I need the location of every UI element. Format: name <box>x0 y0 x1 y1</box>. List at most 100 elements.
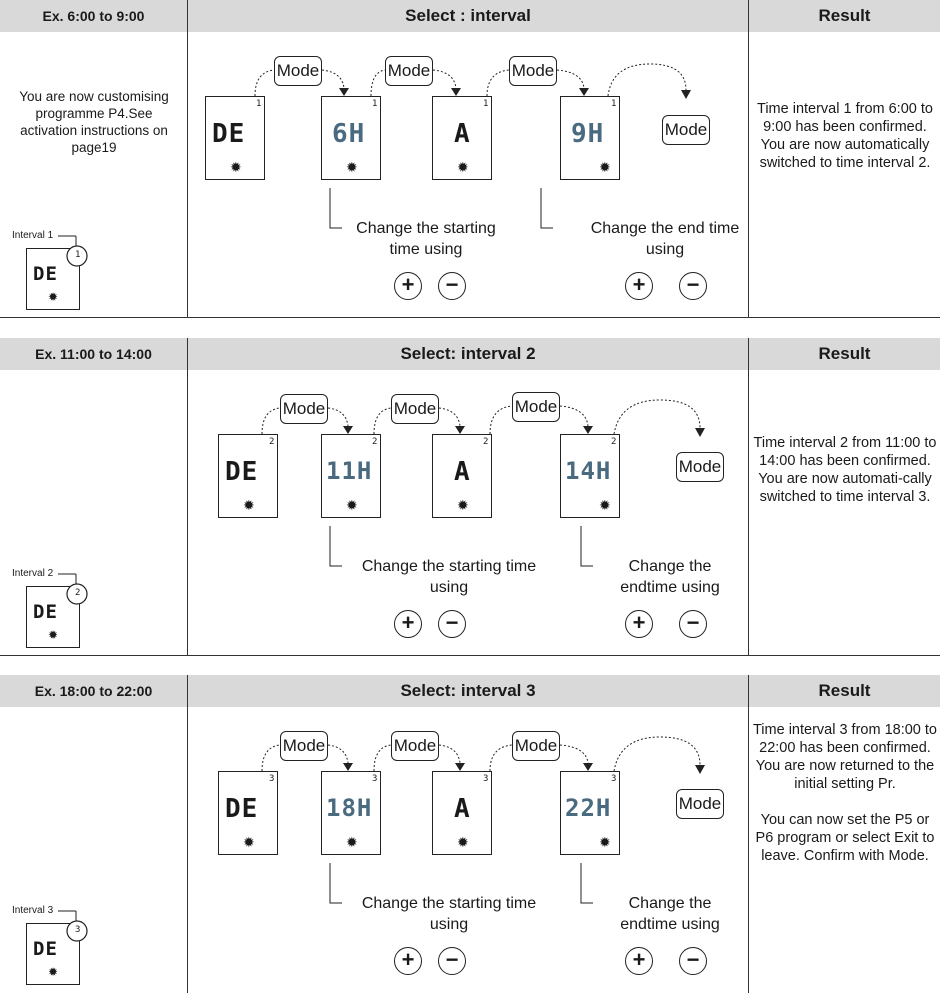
column-divider <box>748 0 749 318</box>
plus-button[interactable]: + <box>394 272 422 300</box>
result-text: Time interval 3 from 18:00 to 22:00 has … <box>752 722 937 864</box>
lcd-interval-number: 1 <box>611 99 617 109</box>
start-time-caption: Change the starting time using <box>356 220 496 258</box>
lcd-display-start: 11H 2 ✹ <box>321 434 381 518</box>
lcd-text: 22H <box>565 794 612 822</box>
arrows-overlay <box>261 736 705 904</box>
result-header: Result <box>749 338 940 370</box>
interval-2-section: Ex. 11:00 to 14:00 Select: interval 2 Re… <box>0 338 940 656</box>
start-time-caption: Change the starting time using <box>361 558 537 596</box>
plus-button[interactable]: + <box>394 610 422 638</box>
plus-button[interactable]: + <box>625 610 653 638</box>
sun-icon: ✹ <box>599 159 611 175</box>
lcd-interval-number: 3 <box>611 774 617 784</box>
interval-1-section: Ex. 6:00 to 9:00 Select : interval Resul… <box>0 0 940 318</box>
minus-button[interactable]: − <box>438 272 466 300</box>
minus-button[interactable]: − <box>438 947 466 975</box>
column-divider <box>748 675 749 993</box>
interval-3-section: Ex. 18:00 to 22:00 Select: interval 3 Re… <box>0 675 940 993</box>
mode-button[interactable]: Mode <box>280 731 328 761</box>
mode-button[interactable]: Mode <box>512 392 560 422</box>
lcd-text: A <box>454 119 471 149</box>
mini-display-text: DE <box>33 263 58 285</box>
mode-button[interactable]: Mode <box>391 731 439 761</box>
column-divider <box>187 675 188 993</box>
interval-label: Interval 3 <box>12 905 54 916</box>
interval-label: Interval 1 <box>12 230 54 241</box>
lcd-text: DE <box>225 457 259 487</box>
minus-button[interactable]: − <box>679 610 707 638</box>
sun-icon: ✹ <box>457 834 469 850</box>
sun-icon: ✹ <box>457 159 469 175</box>
lcd-display-end: 22H 3 ✹ <box>560 771 620 855</box>
lcd-interval-number: 1 <box>256 99 262 109</box>
sun-icon: ✹ <box>48 965 59 979</box>
lcd-interval-number: 1 <box>372 99 378 109</box>
example-header: Ex. 6:00 to 9:00 <box>0 0 187 32</box>
sun-icon: ✹ <box>346 497 358 513</box>
lcd-display-end: 9H 1 ✹ <box>560 96 620 180</box>
interval-label: Interval 2 <box>12 568 54 579</box>
mode-button[interactable]: Mode <box>280 394 328 424</box>
mode-button[interactable]: Mode <box>274 56 322 86</box>
mode-button[interactable]: Mode <box>676 452 724 482</box>
plus-button[interactable]: + <box>625 947 653 975</box>
lcd-text: 11H <box>326 457 373 485</box>
sun-icon: ✹ <box>243 497 255 513</box>
interval-callout <box>58 573 88 605</box>
sun-icon: ✹ <box>230 159 242 175</box>
mode-button[interactable]: Mode <box>662 115 710 145</box>
result-header: Result <box>749 0 940 32</box>
lcd-display-day: DE 3 ✹ <box>218 771 278 855</box>
minus-button[interactable]: − <box>679 272 707 300</box>
mode-button[interactable]: Mode <box>385 56 433 86</box>
result-header: Result <box>749 675 940 707</box>
intro-text: You are now customising programme P4.See… <box>19 89 169 155</box>
lcd-display-mode: A 2 ✹ <box>432 434 492 518</box>
minus-button[interactable]: − <box>679 947 707 975</box>
example-header: Ex. 18:00 to 22:00 <box>0 675 187 707</box>
mode-button[interactable]: Mode <box>391 394 439 424</box>
lcd-text: DE <box>212 119 246 149</box>
start-time-caption: Change the starting time using <box>361 895 537 933</box>
lcd-display-mode: A 1 ✹ <box>432 96 492 180</box>
mini-display-text: DE <box>33 938 58 960</box>
mode-button[interactable]: Mode <box>509 56 557 86</box>
sun-icon: ✹ <box>48 628 59 642</box>
mode-button[interactable]: Mode <box>512 731 560 761</box>
select-header: Select: interval 2 <box>188 338 748 370</box>
sun-icon: ✹ <box>243 834 255 850</box>
lcd-interval-number: 3 <box>269 774 275 784</box>
lcd-display-mode: A 3 ✹ <box>432 771 492 855</box>
plus-button[interactable]: + <box>625 272 653 300</box>
interval-number: 3 <box>75 925 81 935</box>
sun-icon: ✹ <box>599 497 611 513</box>
lcd-interval-number: 2 <box>483 437 489 447</box>
lcd-interval-number: 1 <box>483 99 489 109</box>
lcd-display-start: 6H 1 ✹ <box>321 96 381 180</box>
lcd-interval-number: 3 <box>483 774 489 784</box>
end-time-caption: Change the endtime using <box>620 558 720 596</box>
lcd-text: 14H <box>565 457 612 485</box>
interval-number: 2 <box>75 588 81 598</box>
section-divider <box>0 655 940 656</box>
end-time-caption: Change the endtime using <box>620 895 720 933</box>
lcd-display-end: 14H 2 ✹ <box>560 434 620 518</box>
lcd-display-day: DE 1 ✹ <box>205 96 265 180</box>
sun-icon: ✹ <box>346 159 358 175</box>
lcd-text: DE <box>225 794 259 824</box>
select-header: Select : interval <box>188 0 748 32</box>
lcd-text: 9H <box>571 119 605 149</box>
sun-icon: ✹ <box>457 497 469 513</box>
lcd-interval-number: 2 <box>269 437 275 447</box>
lcd-text: 6H <box>332 119 366 149</box>
minus-button[interactable]: − <box>438 610 466 638</box>
lcd-display-day: DE 2 ✹ <box>218 434 278 518</box>
interval-callout <box>58 235 88 267</box>
section-divider <box>0 317 940 318</box>
mini-display-text: DE <box>33 601 58 623</box>
plus-button[interactable]: + <box>394 947 422 975</box>
mode-button[interactable]: Mode <box>676 789 724 819</box>
lcd-display-start: 18H 3 ✹ <box>321 771 381 855</box>
lcd-text: A <box>454 457 471 487</box>
